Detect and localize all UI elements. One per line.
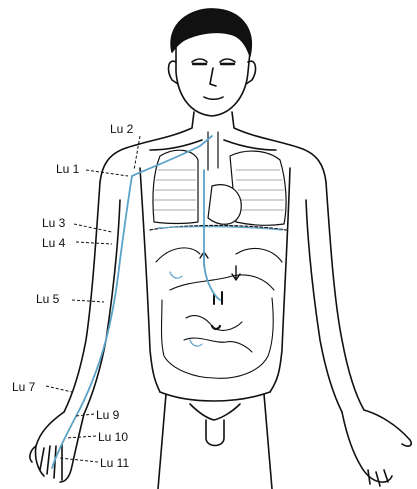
label-lu7: Lu 7 <box>12 380 35 394</box>
label-lu4: Lu 4 <box>42 236 65 250</box>
label-lu2: Lu 2 <box>110 122 133 136</box>
head <box>169 9 256 116</box>
label-lu9: Lu 9 <box>96 408 119 422</box>
label-lu10: Lu 10 <box>98 430 128 444</box>
right-arm <box>306 182 411 486</box>
label-lu11: Lu 11 <box>100 456 129 470</box>
label-lu1: Lu 1 <box>56 162 79 176</box>
lung-meridian-path <box>52 136 282 468</box>
lungs <box>150 132 286 230</box>
label-lu3: Lu 3 <box>42 216 65 230</box>
label-lu5: Lu 5 <box>36 292 59 306</box>
leader-lines <box>46 136 140 462</box>
intestines <box>156 248 282 378</box>
